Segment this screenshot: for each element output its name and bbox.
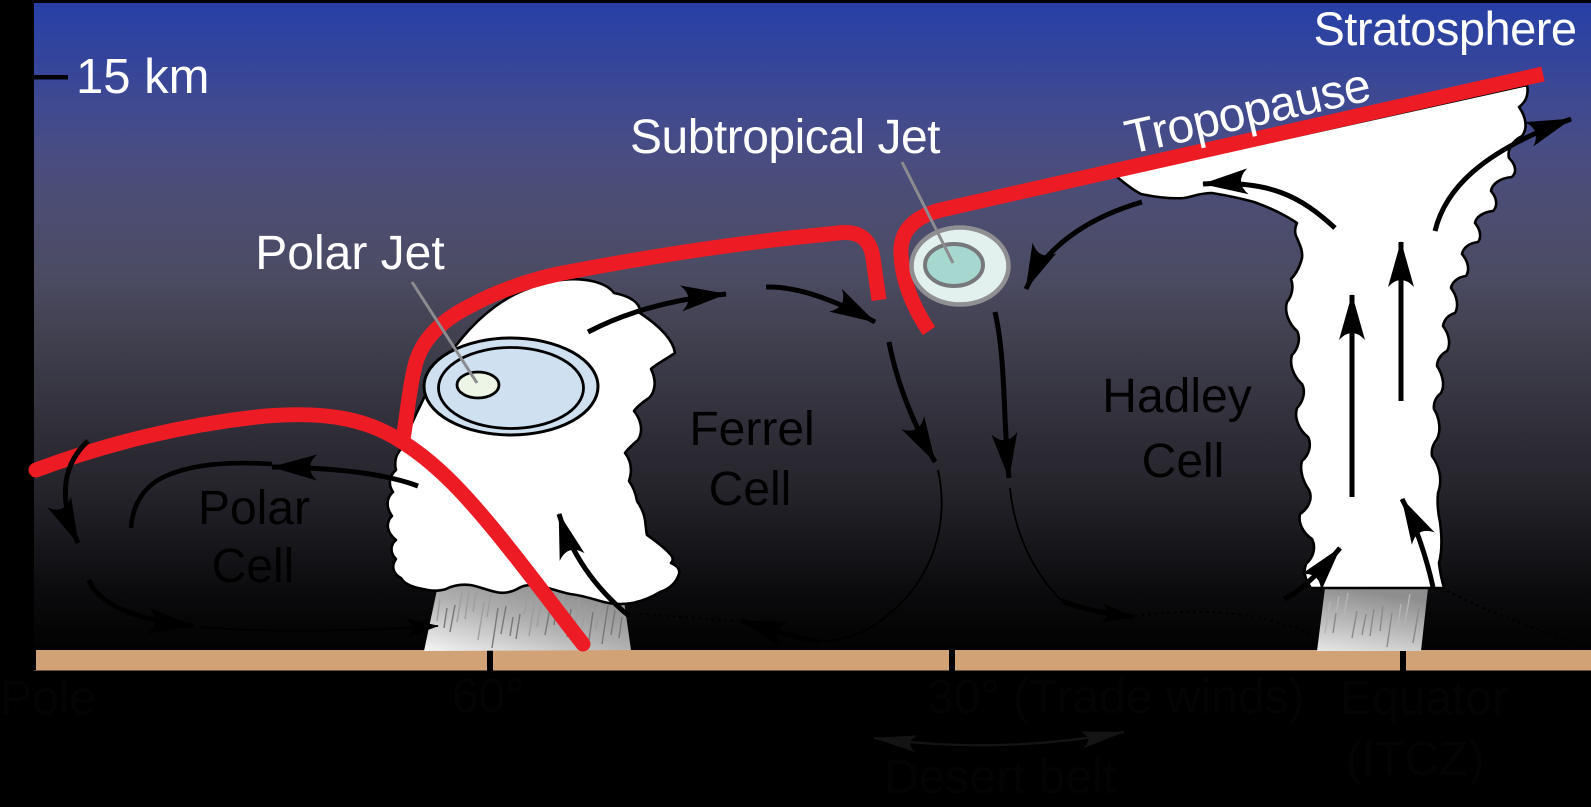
svg-text:Ferrel: Ferrel	[689, 403, 814, 456]
svg-text:Hadley: Hadley	[1102, 370, 1251, 423]
svg-text:60°: 60°	[452, 670, 525, 723]
svg-text:Equator: Equator	[1340, 672, 1508, 725]
svg-text:Polar Jet: Polar Jet	[255, 227, 444, 280]
svg-text:Polar: Polar	[198, 482, 310, 535]
svg-text:30° (Trade winds): 30° (Trade winds)	[927, 671, 1305, 724]
svg-text:Cell: Cell	[212, 540, 295, 593]
svg-text:Cell: Cell	[1142, 435, 1225, 488]
svg-text:Desert belt: Desert belt	[884, 751, 1116, 804]
svg-text:Stratosphere: Stratosphere	[1313, 2, 1576, 55]
svg-text:Subtropical Jet: Subtropical Jet	[630, 111, 940, 164]
svg-text:(ITCZ): (ITCZ)	[1346, 733, 1485, 786]
svg-text:Cell: Cell	[709, 463, 792, 516]
svg-text:Pole: Pole	[0, 672, 96, 725]
svg-text:15 km: 15 km	[76, 50, 209, 104]
